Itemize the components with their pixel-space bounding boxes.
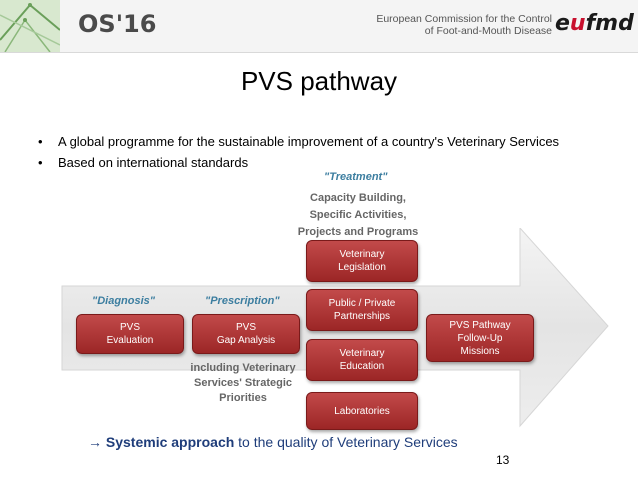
header-bar	[0, 0, 638, 53]
treatment-description: Capacity Building, Specific Activities, …	[297, 192, 419, 238]
bullet-dot-icon: •	[38, 155, 43, 170]
slide-header: OS'16 European Commission for the Contro…	[0, 0, 638, 53]
diagnosis-label: "Diagnosis"	[92, 295, 155, 307]
bullet-item: • A global programme for the sustainable…	[38, 133, 598, 150]
systemic-approach-text: to the quality of Veterinary Services	[234, 434, 458, 450]
eufmd-logo-prefix: e	[555, 11, 570, 36]
eufmd-logo-suffix: fmd	[585, 11, 634, 36]
gap-analysis-description: including Veterinary Services' Strategic…	[190, 362, 296, 404]
organization-line1: European Commission for the Control	[376, 13, 552, 25]
pvs-gap-analysis-box: PVS Gap Analysis	[192, 314, 300, 354]
organization-name: European Commission for the Control of F…	[352, 13, 552, 37]
pvs-evaluation-box: PVS Evaluation	[76, 314, 184, 354]
pvs-followup-box: PVS Pathway Follow-Up Missions	[426, 314, 534, 362]
eufmd-logo: eufmd	[555, 11, 634, 36]
os16-logo: OS'16	[78, 10, 157, 38]
systemic-approach-emphasis: Systemic approach	[105, 434, 235, 450]
bullet-item: • Based on international standards	[38, 154, 598, 171]
organization-line2: of Foot-and-Mouth Disease	[424, 25, 552, 37]
treatment-label: "Treatment"	[324, 171, 388, 183]
bullet-text: A global programme for the sustainable i…	[58, 134, 560, 149]
public-private-partnerships-box: Public / Private Partnerships	[306, 289, 418, 331]
arrow-right-icon: →	[88, 434, 102, 450]
page-number: 13	[496, 453, 510, 467]
laboratories-box: Laboratories	[306, 392, 418, 430]
slide-title: PVS pathway	[240, 66, 398, 96]
systemic-approach-note: → Systemic approach to the quality of Ve…	[88, 434, 608, 450]
bullet-text: Based on international standards	[58, 155, 249, 170]
eufmd-logo-u: u	[569, 11, 586, 36]
veterinary-legislation-box: Veterinary Legislation	[306, 240, 418, 282]
prescription-label: "Prescription"	[205, 295, 280, 307]
bullet-list: • A global programme for the sustainable…	[38, 133, 598, 171]
veterinary-education-box: Veterinary Education	[306, 339, 418, 381]
bullet-dot-icon: •	[38, 134, 43, 149]
os16-graphic-icon	[0, 0, 60, 52]
